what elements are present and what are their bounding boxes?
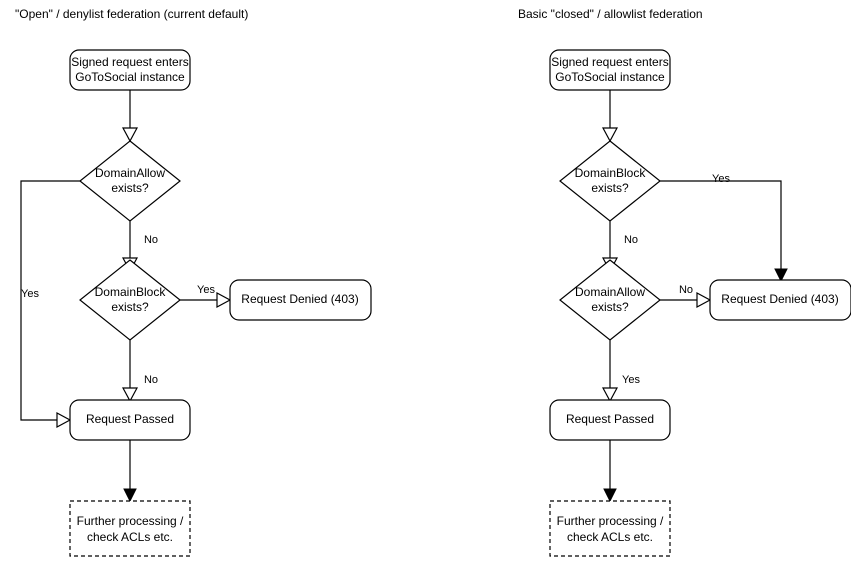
node-request-denied-left[interactable]: Request Denied (403)	[229, 279, 372, 321]
edge-passed-to-further-left	[123, 440, 137, 503]
edge-entry-to-decision1-right	[601, 90, 619, 143]
node-request-denied-right[interactable]: Request Denied (403)	[709, 279, 851, 321]
node-further-processing-left-label-line2: check ACLs etc.	[87, 530, 173, 544]
edge-label-decision1-yes-left: Yes	[21, 288, 39, 300]
node-further-processing-right-label-line1: Further processing /	[557, 514, 664, 528]
node-entry-right-label-line2: GoToSocial instance	[555, 70, 665, 84]
node-request-passed-left-label: Request Passed	[86, 412, 174, 426]
edge-entry-to-decision1-left	[121, 90, 139, 143]
edge-decision1-yes-to-denied-right: Yes	[660, 173, 788, 283]
node-entry-left-label-line2: GoToSocial instance	[75, 70, 185, 84]
edge-decision1-no-to-decision2-right: No	[601, 221, 638, 273]
edge-label-decision1-no-left: No	[144, 234, 158, 246]
node-decision2-right-label-line2: exists?	[591, 300, 629, 314]
node-request-denied-left-label: Request Denied (403)	[241, 292, 358, 306]
node-decision2-left[interactable]: DomainBlock exists?	[79, 259, 181, 341]
node-further-processing-right[interactable]: Further processing / check ACLs etc.	[549, 500, 671, 557]
edge-decision2-yes-to-passed-right: Yes	[601, 340, 640, 403]
node-entry-left-label-line1: Signed request enters	[71, 55, 188, 69]
node-request-passed-right[interactable]: Request Passed	[549, 399, 671, 441]
node-decision1-right-label-line2: exists?	[591, 181, 629, 195]
node-decision1-right-label-line1: DomainBlock	[575, 166, 647, 180]
node-decision1-left[interactable]: DomainAllow exists?	[79, 140, 181, 222]
node-decision2-right-label-line1: DomainAllow	[575, 285, 645, 299]
node-further-processing-left[interactable]: Further processing / check ACLs etc.	[69, 500, 191, 557]
node-entry-left[interactable]: Signed request enters GoToSocial instanc…	[69, 49, 191, 91]
node-request-denied-right-label: Request Denied (403)	[721, 292, 838, 306]
edge-decision2-no-to-passed-left: No	[121, 340, 158, 403]
edge-label-decision1-yes-right: Yes	[712, 173, 730, 185]
node-decision2-right[interactable]: DomainAllow exists?	[559, 259, 661, 341]
node-further-processing-right-shape[interactable]	[549, 500, 671, 557]
node-decision1-left-label-line1: DomainAllow	[95, 166, 165, 180]
edge-label-decision1-no-right: No	[624, 234, 638, 246]
edge-decision1-yes-to-passed-left: Yes	[20, 180, 80, 429]
panel-closed-federation: Basic "closed" / allowlist federation Si…	[518, 7, 851, 557]
edge-label-decision2-yes-right: Yes	[622, 374, 640, 386]
node-entry-right-label-line1: Signed request enters	[551, 55, 668, 69]
node-request-denied-left-shape[interactable]	[229, 279, 372, 321]
edge-label-decision2-yes-left: Yes	[197, 284, 215, 296]
node-further-processing-left-label-line1: Further processing /	[77, 514, 184, 528]
node-request-passed-left[interactable]: Request Passed	[69, 399, 191, 441]
node-entry-right[interactable]: Signed request enters GoToSocial instanc…	[549, 49, 671, 91]
panel-title-open-federation: "Open" / denylist federation (current de…	[15, 7, 248, 21]
node-decision2-left-label-line2: exists?	[111, 300, 149, 314]
panel-title-closed-federation: Basic "closed" / allowlist federation	[518, 7, 703, 21]
node-decision2-left-label-line1: DomainBlock	[95, 285, 167, 299]
edge-decision2-yes-to-denied-left: Yes	[180, 284, 232, 309]
node-decision1-left-label-line2: exists?	[111, 181, 149, 195]
node-request-passed-right-label: Request Passed	[566, 412, 654, 426]
node-further-processing-left-shape[interactable]	[69, 500, 191, 557]
edge-passed-to-further-right	[603, 440, 617, 503]
panel-open-federation: "Open" / denylist federation (current de…	[15, 7, 372, 557]
edge-decision2-no-to-denied-right: No	[660, 284, 712, 309]
node-further-processing-right-label-line2: check ACLs etc.	[567, 530, 653, 544]
edge-label-decision2-no-right: No	[679, 284, 693, 296]
node-decision1-right[interactable]: DomainBlock exists?	[559, 140, 661, 222]
node-request-denied-right-shape[interactable]	[709, 279, 851, 321]
edge-label-decision2-no-left: No	[144, 374, 158, 386]
